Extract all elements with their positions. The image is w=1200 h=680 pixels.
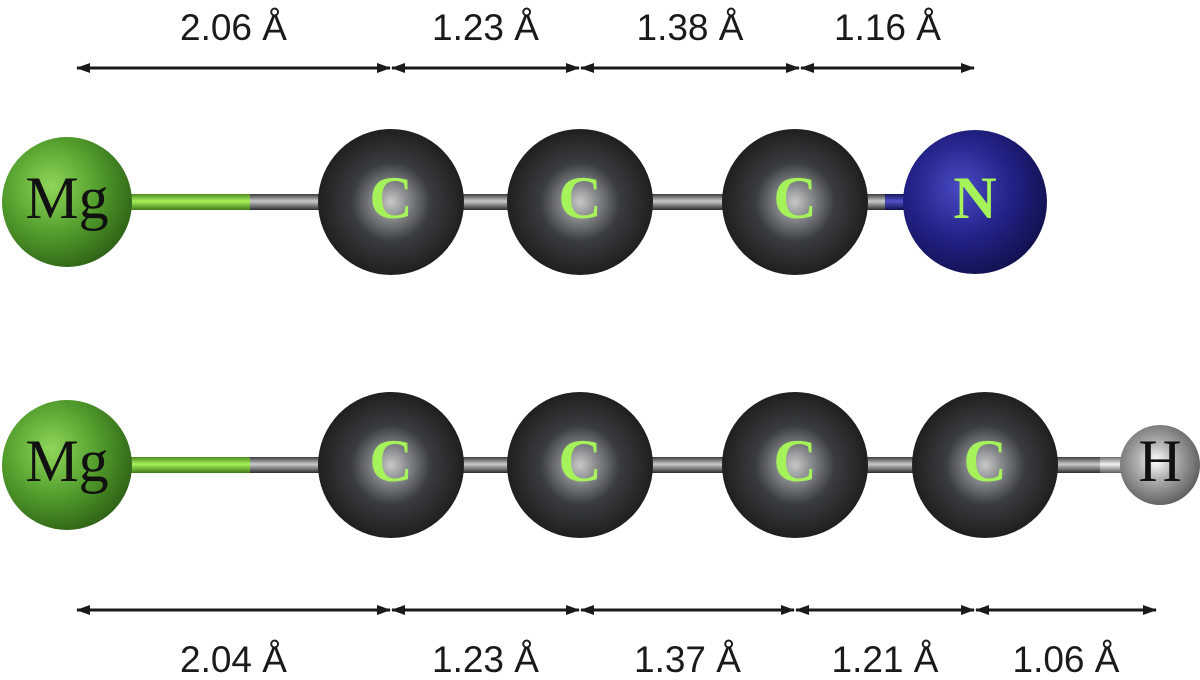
mgc3n-bond-length-label-3: 1.38 Å — [637, 7, 744, 48]
mgc3n-atom-2-carbon: C — [318, 129, 464, 275]
carbon-sphere — [318, 129, 464, 275]
mgc4h-atom-4-label: C — [773, 428, 816, 494]
carbon-sphere — [318, 392, 464, 538]
mgc4h-bond-length-label-1: 2.04 Å — [180, 639, 287, 680]
mgc4h-atom-1-magnesium: Mg — [2, 400, 132, 530]
mgc3n-atom-1-magnesium: Mg — [2, 137, 132, 267]
mgc3n-bond-length-label-4: 1.16 Å — [834, 7, 941, 48]
carbon-sphere — [507, 392, 653, 538]
carbon-sphere — [912, 392, 1058, 538]
mgc4h-atom-6-label: H — [1138, 428, 1181, 494]
mgc4h-atom-5-label: C — [963, 428, 1006, 494]
mgc3n-atom-4-carbon: C — [722, 129, 868, 275]
mgc4h-bond-length-label-3: 1.37 Å — [634, 639, 741, 680]
carbon-sphere — [722, 392, 868, 538]
mgc4h-bond-length-label-5: 1.06 Å — [1013, 639, 1120, 680]
dimension-arrows-layer: 2.06 Å 1.23 Å 1.38 Å 1.16 Å 2.04 Å 1.23 Å 1.37… — [76, 7, 1157, 680]
mgc4h-atom-3-label: C — [558, 428, 601, 494]
mgc3n-atom-5-label: N — [953, 165, 996, 231]
mgc3n-atom-2-label: C — [369, 165, 412, 231]
mgc4h-atom-2-label: C — [369, 428, 412, 494]
hydrogen-sphere — [1120, 425, 1200, 505]
mgc4h-atom-1-label: Mg — [25, 428, 108, 494]
mgc3n-atom-1-label: Mg — [25, 165, 108, 231]
mgc3n-bond-length-label-2: 1.23 Å — [432, 7, 539, 48]
mgc3n-atom-3-carbon: C — [507, 129, 653, 275]
mgc3n-atom-5-nitrogen: N — [903, 130, 1047, 274]
mgc4h-atom-3-carbon: C — [507, 392, 653, 538]
mgc4h-atom-6-hydrogen: H — [1120, 425, 1200, 505]
magnesium-sphere — [2, 137, 132, 267]
mgc4h-atom-2-carbon: C — [318, 392, 464, 538]
mgc3n-bond-length-label-1: 2.06 Å — [180, 7, 287, 48]
carbon-sphere — [722, 129, 868, 275]
mgc3n-atom-3-label: C — [558, 165, 601, 231]
mgc3n-atom-4-label: C — [773, 165, 816, 231]
carbon-sphere — [507, 129, 653, 275]
mgc4h-atom-5-carbon: C — [912, 392, 1058, 538]
magnesium-sphere — [2, 400, 132, 530]
nitrogen-sphere — [903, 130, 1047, 274]
mgc4h-bond-length-label-2: 1.23 Å — [432, 639, 539, 680]
mgc4h-atom-4-carbon: C — [722, 392, 868, 538]
mgc4h-bond-length-label-4: 1.21 Å — [832, 639, 939, 680]
